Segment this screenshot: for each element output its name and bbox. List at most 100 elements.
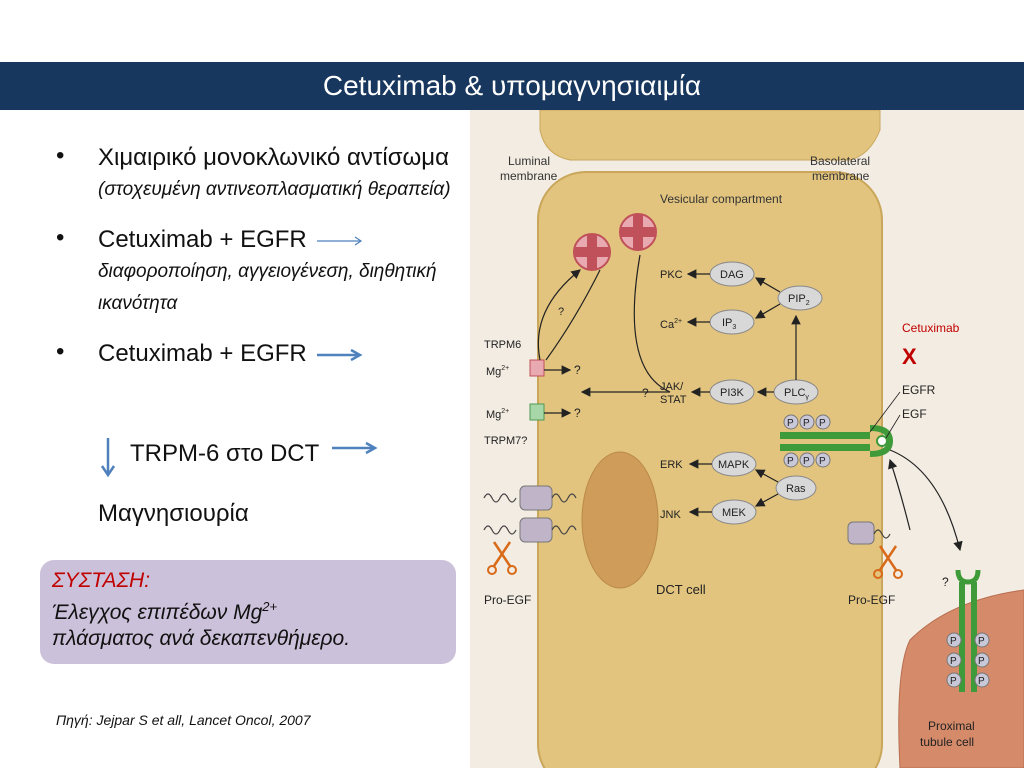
jnk-label: JNK	[660, 509, 681, 521]
vesicle-1	[573, 233, 611, 271]
trpm7-label: TRPM7?	[484, 435, 527, 447]
vesicle-retrieval-arrow	[545, 269, 601, 361]
svg-text:P: P	[950, 676, 957, 687]
recommendation-heading: ΣΥΣΤΑΣΗ:	[52, 569, 151, 592]
egf-to-proximal-arrow	[889, 449, 963, 552]
svg-text:P: P	[787, 418, 794, 429]
stat-label: STAT	[660, 394, 687, 406]
bullet-2-main-row: Cetuximab + EGFR	[98, 224, 456, 256]
trpm6-text: TRPM-6 στο DCT	[130, 440, 319, 467]
pip2-label: PIP2	[788, 293, 810, 307]
vesicle-insertion-arrow	[537, 269, 581, 361]
cetuximab-label: Cetuximab	[902, 321, 960, 335]
luminal-label-1: Luminal	[508, 154, 550, 168]
source-citation: Πηγή: Jejpar S et all, Lancet Oncol, 200…	[56, 712, 311, 728]
mg-superscript: 2+	[262, 599, 278, 614]
svg-text:P: P	[950, 656, 957, 667]
vesicle-2	[619, 213, 657, 251]
vesicular-label: Vesicular compartment	[660, 192, 783, 206]
basolateral-label-1: Basolateral	[810, 154, 870, 168]
dct-signaling-diagram: Luminal membrane Basolateral membrane Ve…	[470, 110, 1024, 768]
egf-pointer	[885, 414, 901, 439]
bullet-dot: •	[56, 142, 65, 169]
pro-egf-left	[483, 485, 577, 543]
bullet-list: • Χιμαιρικό μονοκλωνικό αντίσωμα (στοχευ…	[56, 142, 456, 388]
svg-text:P: P	[978, 636, 985, 647]
scissors-icon	[487, 541, 517, 575]
ras-to-mapk-arrow	[754, 469, 779, 483]
stat-to-vesicle-arrow	[633, 254, 671, 393]
arrow-down-icon	[100, 438, 116, 478]
bullet-1-italic: (στοχευμένη αντινεοπλασματική θεραπεία)	[98, 179, 451, 200]
upper-cell	[539, 110, 881, 161]
basolateral-label-2: membrane	[812, 169, 870, 183]
question-mark-5: ?	[942, 575, 949, 589]
bullet-3-main: Cetuximab + EGFR	[98, 340, 307, 367]
question-mark-1: ?	[574, 363, 581, 377]
bullet-dot: •	[56, 338, 65, 365]
plc-label: PLCγ	[784, 387, 809, 401]
pro-egf-label-right: Pro-EGF	[848, 593, 895, 607]
bullet-3-main-row: Cetuximab + EGFR	[98, 338, 456, 370]
magnesiuria-text: Μαγνησιουρία	[98, 500, 249, 527]
bullet-1: • Χιμαιρικό μονοκλωνικό αντίσωμα (στοχευ…	[56, 142, 456, 206]
egfr-label: EGFR	[902, 383, 936, 397]
trpm6-channel	[529, 359, 545, 377]
recommendation-text-pre: Έλεγχος επιπέδων Mg	[52, 601, 263, 624]
ras-label: Ras	[786, 483, 806, 495]
bullet-dot: •	[56, 224, 65, 251]
pkc-label: PKC	[660, 269, 683, 281]
erk-label: ERK	[660, 459, 683, 471]
pro-egf-right	[847, 521, 891, 545]
pi3k-label: PI3K	[720, 387, 745, 399]
cetuximab-block-x: X	[902, 344, 917, 369]
arrow-right-icon	[331, 441, 378, 454]
scissors-icon	[873, 545, 903, 579]
luminal-label-2: membrane	[500, 169, 558, 183]
egf-release-arrow	[888, 458, 911, 531]
proximal-label-2: tubule cell	[920, 735, 974, 749]
svg-text:P: P	[819, 456, 826, 467]
svg-text:P: P	[787, 456, 794, 467]
bullet-3: • Cetuximab + EGFR	[56, 338, 456, 370]
pip2-node	[777, 285, 823, 311]
mek-label: MEK	[722, 507, 747, 519]
bullet-1-main: Χιμαιρικό μονοκλωνικό αντίσωμα	[98, 144, 449, 171]
proximal-label-1: Proximal	[928, 719, 975, 733]
proximal-phospho: P P P P P P	[946, 632, 990, 688]
question-mark-3: ?	[558, 306, 564, 318]
recommendation-line-1: Έλεγχος επιπέδων Mg2+	[52, 594, 444, 626]
trpm6-line: TRPM-6 στο DCT	[100, 438, 382, 478]
svg-text:P: P	[978, 656, 985, 667]
trpm7-channel	[529, 403, 545, 421]
pip2-to-dag-arrow	[754, 277, 781, 293]
proximal-egfr	[955, 569, 981, 692]
bullet-2-main: Cetuximab + EGFR	[98, 226, 307, 253]
pip2-to-ip3-arrow	[754, 303, 781, 319]
dag-label: DAG	[720, 269, 744, 281]
thin-arrow-icon	[317, 236, 363, 246]
question-mark-2: ?	[574, 406, 581, 420]
svg-text:P: P	[819, 418, 826, 429]
egfr-receptor	[780, 425, 894, 457]
recommendation-box: ΣΥΣΤΑΣΗ: Έλεγχος επιπέδων Mg2+ πλάσματος…	[40, 560, 456, 664]
pro-egf-label-left: Pro-EGF	[484, 593, 531, 607]
trpm6-label: TRPM6	[484, 339, 521, 351]
egfr-pointer	[869, 391, 901, 433]
arrow-right-icon	[317, 348, 363, 361]
svg-text:P: P	[978, 676, 985, 687]
svg-text:P: P	[803, 418, 810, 429]
nucleus	[581, 451, 659, 589]
jak-label: JAK/	[660, 381, 684, 393]
svg-text:P: P	[950, 636, 957, 647]
recommendation-line-2: πλάσματος ανά δεκαπενθήμερο.	[52, 627, 351, 650]
ras-node	[775, 475, 817, 501]
question-mark-4: ?	[642, 386, 649, 400]
egf-label: EGF	[902, 407, 927, 421]
ras-to-mek-arrow	[754, 493, 779, 507]
phospho-row-lower: P P P	[783, 452, 831, 468]
bullet-2-italic: διαφοροποίηση, αγγειογένεση, διηθητική ι…	[98, 261, 437, 314]
mapk-label: MAPK	[718, 459, 750, 471]
phospho-row-upper: P P P	[783, 414, 831, 430]
svg-text:P: P	[803, 456, 810, 467]
